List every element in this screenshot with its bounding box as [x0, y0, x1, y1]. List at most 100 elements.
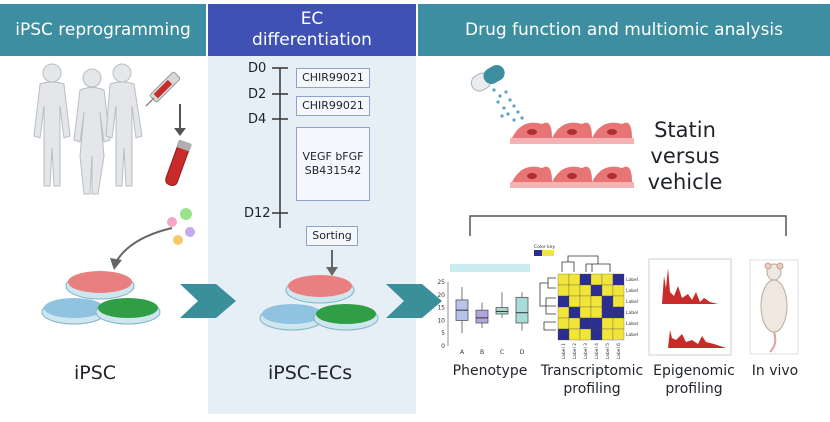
- boxplot-x-axis: A B C D: [460, 349, 525, 356]
- arrow-right-icon: [180, 284, 236, 318]
- timeline-day-label: D4: [248, 112, 267, 127]
- heatmap-cell: [612, 284, 625, 297]
- heatmap-cell: [590, 328, 603, 341]
- heatmap-cell: [590, 284, 603, 297]
- column-dendrogram-icon: [561, 255, 611, 272]
- col-label: Label 2: [572, 343, 578, 360]
- heatmap-cell: [579, 317, 592, 330]
- analysis-label-transcriptomic: Transcriptomic profiling: [540, 363, 644, 397]
- track-peak: [654, 268, 726, 304]
- color-key-label: Color key: [534, 244, 555, 250]
- heatmap-cell: [601, 284, 614, 297]
- epigenomic-tracks: [648, 258, 732, 356]
- row-label: Label C: [626, 299, 640, 305]
- differentiation-timeline: [259, 67, 379, 331]
- reprogramming-illustration: [33, 63, 195, 325]
- row-label: Label B: [626, 288, 640, 294]
- heatmap-cell: [579, 284, 592, 297]
- human-figures-icon: [33, 63, 143, 195]
- arrow-right-icon: [386, 284, 442, 318]
- drug-treatment-illustration: [469, 65, 787, 236]
- step-chir99021-2: CHIR99021: [296, 96, 370, 116]
- header-drug-function: Drug function and multiomic analysis: [418, 4, 830, 56]
- box: [515, 296, 529, 324]
- endothelial-cells-vehicle-icon: [510, 166, 634, 188]
- y-tick-label: 20: [437, 292, 445, 299]
- timeline-day-label: D2: [248, 87, 267, 102]
- header-ec-differentiation: EC differentiation: [208, 4, 416, 56]
- step-sorting: Sorting: [306, 226, 358, 246]
- row-label: Label E: [626, 321, 640, 327]
- tracks-frame: [648, 258, 732, 356]
- boxplot-boxes: [455, 287, 529, 334]
- ipsc-label: iPSC: [74, 362, 117, 384]
- heatmap-cell: [568, 328, 581, 341]
- header-ipsc-reprogramming: iPSC reprogramming: [0, 4, 206, 56]
- heatmap-cell: [590, 273, 603, 286]
- heatmap-cell: [568, 317, 581, 330]
- row-label: Label D: [626, 310, 640, 316]
- ipsc-ec-dishes-icon: [259, 275, 379, 331]
- row-dendrogram-icon: [539, 277, 556, 331]
- statin-versus-vehicle-label: Statin versus vehicle: [647, 118, 723, 194]
- timeline-day-label: D0: [248, 61, 267, 76]
- heatmap-cell: [601, 295, 614, 308]
- color-key-swatch: [542, 250, 554, 256]
- heatmap-cell: [612, 295, 625, 308]
- heatmap-cell: [579, 273, 592, 286]
- x-tick-label: B: [480, 349, 484, 356]
- cells-icon: [167, 208, 195, 245]
- powder-dots-icon: [492, 88, 524, 122]
- heatmap-cell: [612, 317, 625, 330]
- x-tick-label: A: [460, 349, 465, 356]
- heatmap-cell: [557, 317, 570, 330]
- arrow-head: [326, 267, 338, 276]
- y-tick-label: 10: [437, 317, 445, 324]
- heatmap-cell: [590, 317, 603, 330]
- step-text: VEGF bFGF SB431542: [302, 150, 364, 177]
- heatmap-cell: [568, 273, 581, 286]
- col-label: Label 6: [616, 343, 622, 360]
- y-tick-label: 25: [437, 279, 445, 286]
- heatmap-cell: [557, 284, 570, 297]
- heatmap-cell: [557, 328, 570, 341]
- ipsc-dishes-icon: [41, 271, 161, 325]
- heatmap-cell: [590, 306, 603, 319]
- syringe-icon: [145, 71, 181, 107]
- heatmap-cell: [557, 273, 570, 286]
- heatmap-cell: [579, 306, 592, 319]
- col-label: Label 3: [583, 343, 589, 360]
- x-tick-label: C: [500, 349, 504, 356]
- analysis-label-in-vivo: In vivo: [751, 363, 799, 379]
- in-vivo-rat-icon: [749, 259, 799, 355]
- col-label: Label 1: [561, 343, 567, 360]
- heatmap-cell: [601, 273, 614, 286]
- bracket-icon: [469, 215, 787, 236]
- col-label: Label 4: [594, 343, 600, 360]
- header-label: iPSC reprogramming: [15, 19, 191, 40]
- blood-tube-icon: [165, 139, 192, 187]
- heatmap-cell: [579, 295, 592, 308]
- track-peak: [654, 330, 726, 348]
- heatmap-cell: [568, 295, 581, 308]
- step-growth-factors: VEGF bFGF SB431542: [296, 127, 370, 201]
- ipsc-ecs-label: iPSC-ECs: [268, 362, 353, 384]
- analysis-label-epigenomic: Epigenomic profiling: [653, 363, 735, 397]
- heatmap-cell: [557, 295, 570, 308]
- heatmap-cell: [568, 284, 581, 297]
- heatmap-cell: [557, 306, 570, 319]
- header-label: Drug function and multiomic analysis: [465, 19, 783, 40]
- row-label: Label A: [626, 277, 640, 283]
- heatmap-cells: [557, 273, 625, 341]
- y-tick-label: 15: [437, 305, 445, 312]
- endothelial-cells-treated-icon: [510, 122, 634, 144]
- heatmap-cell: [612, 328, 625, 341]
- y-tick-label: 5: [441, 330, 445, 337]
- x-tick-label: D: [520, 349, 525, 356]
- header-label: EC differentiation: [252, 9, 372, 50]
- curved-arrow-icon: [110, 227, 173, 270]
- boxplot-header-bar: [450, 264, 530, 272]
